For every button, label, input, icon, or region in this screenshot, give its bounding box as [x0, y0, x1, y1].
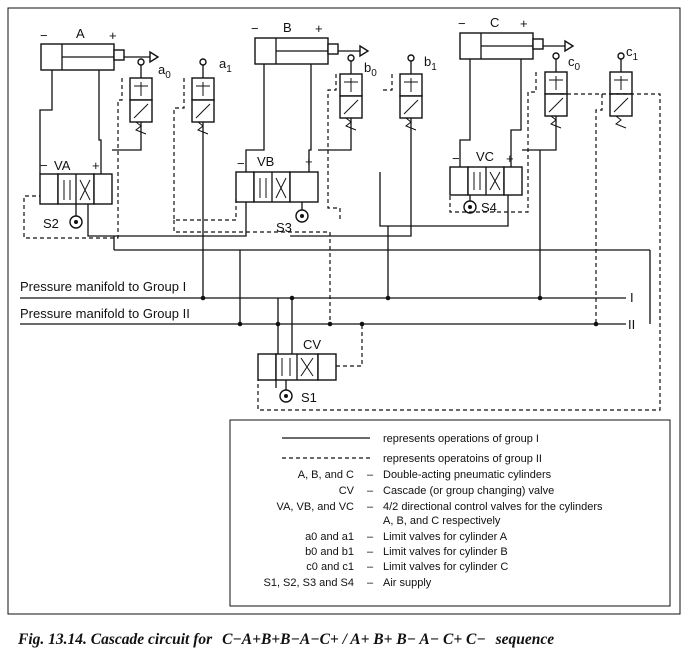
label-va: VA [54, 158, 71, 173]
cylinder-c: − C + [458, 15, 575, 60]
label-a0-sub: 0 [165, 70, 171, 81]
cylinder-b-plus: + [315, 21, 323, 36]
legend-dashed-text: represents operatoins of group II [383, 453, 542, 465]
cylinder-b-label: B [283, 20, 292, 35]
svg-text:b1: b1 [424, 54, 437, 73]
legend-key: b0 and b1 [305, 546, 354, 558]
label-c0-sub: 0 [575, 62, 581, 73]
label-s3: S3 [276, 220, 292, 235]
valve-vc: − VC + S4 [449, 149, 523, 215]
legend-dash: – [367, 546, 374, 558]
legend-desc: A, B, and C respectively [383, 515, 501, 527]
legend-desc: Limit valves for cylinder A [383, 531, 508, 543]
label-b1: b [424, 54, 431, 69]
legend-desc: Cascade (or group changing) valve [383, 485, 554, 497]
label-c1-sub: 1 [633, 52, 639, 63]
legend-desc: 4/2 directional control valves for the c… [383, 501, 603, 513]
label-b0-sub: 0 [371, 68, 377, 79]
label-b0: b [364, 60, 371, 75]
legend-dash: – [367, 577, 374, 589]
legend-solid-text: represents operations of group I [383, 433, 539, 445]
caption-prefix: Fig. 13.14. Cascade circuit for [17, 631, 213, 648]
svg-text:c1: c1 [626, 44, 639, 63]
legend-key: a0 and a1 [305, 531, 354, 543]
manifold-group2-end: II [628, 317, 635, 332]
svg-text:a0: a0 [158, 62, 171, 81]
cylinder-a-plus: + [109, 28, 117, 43]
label-cv: CV [303, 337, 321, 352]
legend-dash: – [367, 469, 374, 481]
svg-text:c0: c0 [568, 54, 581, 73]
valve-cv: CV S1 [257, 337, 337, 405]
legend-dash: – [367, 501, 374, 513]
vc-plus: + [506, 151, 514, 166]
group1-piping [39, 59, 651, 388]
figure-frame [7, 7, 681, 615]
svg-text:a1: a1 [219, 56, 232, 75]
manifold-group1-end: I [630, 290, 634, 305]
legend-dash: – [367, 531, 374, 543]
limit-valve-b0: b0 [339, 54, 377, 131]
cylinder-a-minus: − [40, 28, 48, 43]
vb-minus: − [237, 156, 245, 171]
label-s1: S1 [301, 390, 317, 405]
va-minus: − [40, 158, 48, 173]
manifold-group1: Pressure manifold to Group I I [20, 279, 634, 305]
figure-caption: Fig. 13.14. Cascade circuit for C−A+B+B−… [17, 631, 554, 648]
label-a1: a [219, 56, 227, 71]
svg-text:b0: b0 [364, 60, 377, 79]
group2-piping [23, 72, 661, 411]
legend-key: c0 and c1 [306, 561, 354, 573]
label-c0: c [568, 54, 575, 69]
cylinder-c-plus: + [520, 16, 528, 31]
valve-vb: − VB + S3 [235, 154, 319, 235]
legend-desc: Limit valves for cylinder B [383, 546, 508, 558]
cylinder-c-label: C [490, 15, 499, 30]
label-b1-sub: 1 [431, 62, 437, 73]
legend-key: S1, S2, S3 and S4 [263, 577, 354, 589]
limit-valve-a1: a1 [191, 56, 232, 135]
cylinder-c-minus: − [458, 16, 466, 31]
cylinder-a: − A + [40, 26, 160, 71]
caption-suffix: sequence [495, 631, 555, 648]
label-a1-sub: 1 [226, 64, 232, 75]
manifold-group1-label: Pressure manifold to Group I [20, 279, 186, 294]
cylinder-b: − B + [251, 20, 370, 65]
limit-valve-c1: c1 [609, 44, 639, 129]
caption-sequence: C−A+B+B−A−C+ / A+ B+ B− A− C+ C− [222, 631, 486, 648]
legend-key: VA, VB, and VC [277, 501, 355, 513]
legend-desc: Double-acting pneumatic cylinders [383, 469, 552, 481]
cylinder-b-minus: − [251, 21, 259, 36]
limit-valve-c0: c0 [544, 52, 581, 129]
manifold-group2-label: Pressure manifold to Group II [20, 306, 190, 321]
legend-key: CV [339, 485, 355, 497]
label-s4: S4 [481, 200, 497, 215]
va-plus: + [92, 158, 100, 173]
legend-desc: Air supply [383, 577, 432, 589]
legend-key: A, B, and C [298, 469, 354, 481]
legend-dash: – [367, 485, 374, 497]
legend-dash: – [367, 561, 374, 573]
label-vb: VB [257, 154, 274, 169]
legend-desc: Limit valves for cylinder C [383, 561, 508, 573]
cylinder-a-label: A [76, 26, 85, 41]
valve-va: − VA + S2 [39, 158, 113, 231]
vc-minus: − [452, 151, 460, 166]
label-c1: c [626, 44, 633, 59]
legend: represents operations of group I represe… [229, 419, 671, 607]
label-vc: VC [476, 149, 494, 164]
limit-valve-a0: a0 [129, 58, 171, 135]
manifold-group2: Pressure manifold to Group II II [20, 306, 635, 332]
label-a0: a [158, 62, 166, 77]
limit-valve-b1: b1 [399, 54, 437, 131]
label-s2: S2 [43, 216, 59, 231]
